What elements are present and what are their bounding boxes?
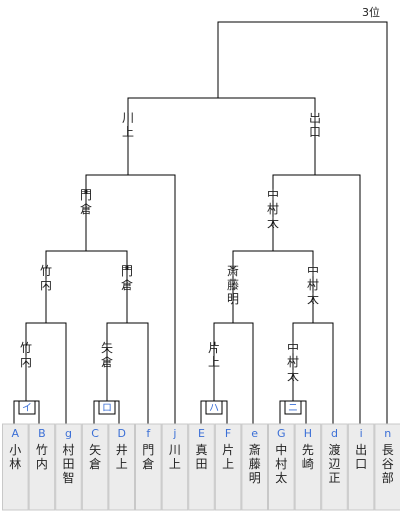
player-name: 川上 bbox=[169, 443, 181, 471]
player-name: 村田智 bbox=[62, 443, 74, 485]
player-code: D bbox=[117, 427, 125, 440]
player-cell bbox=[268, 423, 295, 511]
player-code: F bbox=[225, 427, 231, 440]
player-name: 竹内 bbox=[36, 443, 48, 471]
player-cell bbox=[108, 423, 136, 511]
player-name: 斎藤明 bbox=[249, 442, 261, 485]
winner-label: 片上 bbox=[208, 341, 220, 369]
pool-box-i bbox=[18, 400, 36, 415]
player-column[interactable]: A 小林 bbox=[2, 423, 29, 511]
player-column[interactable]: H 先崎 bbox=[294, 423, 322, 511]
player-code: H bbox=[304, 427, 312, 440]
winner-label: 門倉 bbox=[80, 188, 92, 216]
player-column[interactable]: B 竹内 bbox=[28, 423, 56, 511]
player-column[interactable]: e 斎藤明 bbox=[241, 423, 268, 511]
player-cell bbox=[214, 423, 242, 511]
player-name: 門倉 bbox=[142, 443, 154, 471]
winner-label: 門倉 bbox=[121, 264, 133, 292]
winner-label: 中村太 bbox=[267, 187, 279, 230]
player-cell bbox=[374, 423, 400, 511]
player-cell bbox=[241, 423, 268, 511]
player-cell bbox=[161, 423, 189, 511]
player-code: f bbox=[146, 427, 151, 440]
player-name: 先崎 bbox=[302, 443, 314, 471]
player-name: 矢倉 bbox=[89, 443, 101, 471]
player-columns: A小林B竹内g村田智C矢倉D井上f門倉j川上E真田F片上e斎藤明G中村太H先崎d… bbox=[2, 423, 400, 511]
match-line-r3 bbox=[85, 174, 176, 424]
player-column[interactable]: G 中村太 bbox=[268, 423, 295, 511]
player-cell bbox=[321, 423, 348, 511]
player-name: 出口 bbox=[355, 443, 367, 471]
player-code: C bbox=[91, 427, 99, 440]
player-cell bbox=[188, 423, 215, 511]
winner-label: 矢倉 bbox=[101, 341, 113, 369]
winner-labels: 竹内 矢倉 竹内 門倉 門倉 片上 中村太 斎藤明 中村太 中村太 川上 出口 bbox=[20, 111, 321, 383]
player-column[interactable]: g 村田智 bbox=[55, 423, 82, 511]
player-column[interactable]: i 出口 bbox=[347, 423, 375, 511]
winner-label: 竹内 bbox=[20, 341, 32, 369]
player-column[interactable]: j 川上 bbox=[161, 423, 189, 511]
match-line-final bbox=[127, 97, 316, 175]
player-code: j bbox=[172, 427, 176, 440]
player-code: A bbox=[12, 427, 20, 440]
third-place-label: 3位 bbox=[362, 5, 380, 19]
match-line-r3-right bbox=[272, 174, 361, 424]
player-cell bbox=[294, 423, 322, 511]
player-name: 片上 bbox=[222, 443, 234, 471]
winner-label: 出口 bbox=[309, 111, 321, 139]
winner-label: 斎藤明 bbox=[227, 263, 239, 306]
player-column[interactable]: n 長谷部 bbox=[374, 423, 400, 511]
player-name: 渡辺正 bbox=[328, 442, 340, 485]
player-cell bbox=[55, 423, 82, 511]
match-line-r2 bbox=[45, 250, 128, 323]
player-column[interactable]: E 真田 bbox=[188, 423, 215, 511]
pool-label-ni: ニ bbox=[288, 403, 298, 414]
player-name: 小林 bbox=[9, 443, 21, 471]
pool-label-i: イ bbox=[22, 403, 32, 414]
pool-box-ni bbox=[284, 400, 302, 415]
player-code: n bbox=[384, 427, 391, 440]
player-code: G bbox=[277, 427, 286, 440]
player-cell bbox=[347, 423, 375, 511]
winner-label: 中村太 bbox=[287, 340, 299, 383]
player-code: E bbox=[198, 427, 205, 440]
player-column[interactable]: F 片上 bbox=[214, 423, 242, 511]
player-column[interactable]: C 矢倉 bbox=[81, 423, 109, 511]
winner-label: 中村太 bbox=[307, 263, 319, 306]
match-line-third-place bbox=[217, 21, 388, 424]
player-column[interactable]: d 渡辺正 bbox=[321, 423, 348, 511]
player-cell bbox=[2, 423, 29, 511]
pool-box-ha bbox=[205, 400, 223, 415]
pool-label-ro: ロ bbox=[102, 403, 112, 414]
player-cell bbox=[135, 423, 162, 511]
player-column[interactable]: D 井上 bbox=[108, 423, 136, 511]
player-cell bbox=[81, 423, 109, 511]
player-column[interactable]: f 門倉 bbox=[135, 423, 162, 511]
winner-label: 川上 bbox=[122, 111, 134, 139]
pool-boxes: イ ロ ハ ニ bbox=[18, 400, 302, 415]
player-name: 井上 bbox=[116, 443, 128, 471]
match-line-r2-right bbox=[232, 250, 314, 323]
winner-label: 竹内 bbox=[40, 264, 52, 292]
player-cell bbox=[28, 423, 56, 511]
bracket-lines bbox=[13, 21, 388, 424]
player-name: 長谷部 bbox=[382, 443, 394, 485]
player-code: B bbox=[38, 427, 46, 440]
pool-label-ha: ハ bbox=[209, 403, 219, 414]
player-name: 真田 bbox=[195, 443, 207, 471]
player-code: i bbox=[360, 427, 363, 440]
player-code: e bbox=[251, 427, 258, 440]
player-name: 中村太 bbox=[275, 442, 287, 485]
player-code: g bbox=[65, 427, 72, 440]
pool-box-ro bbox=[98, 400, 116, 415]
player-code: d bbox=[331, 427, 338, 440]
